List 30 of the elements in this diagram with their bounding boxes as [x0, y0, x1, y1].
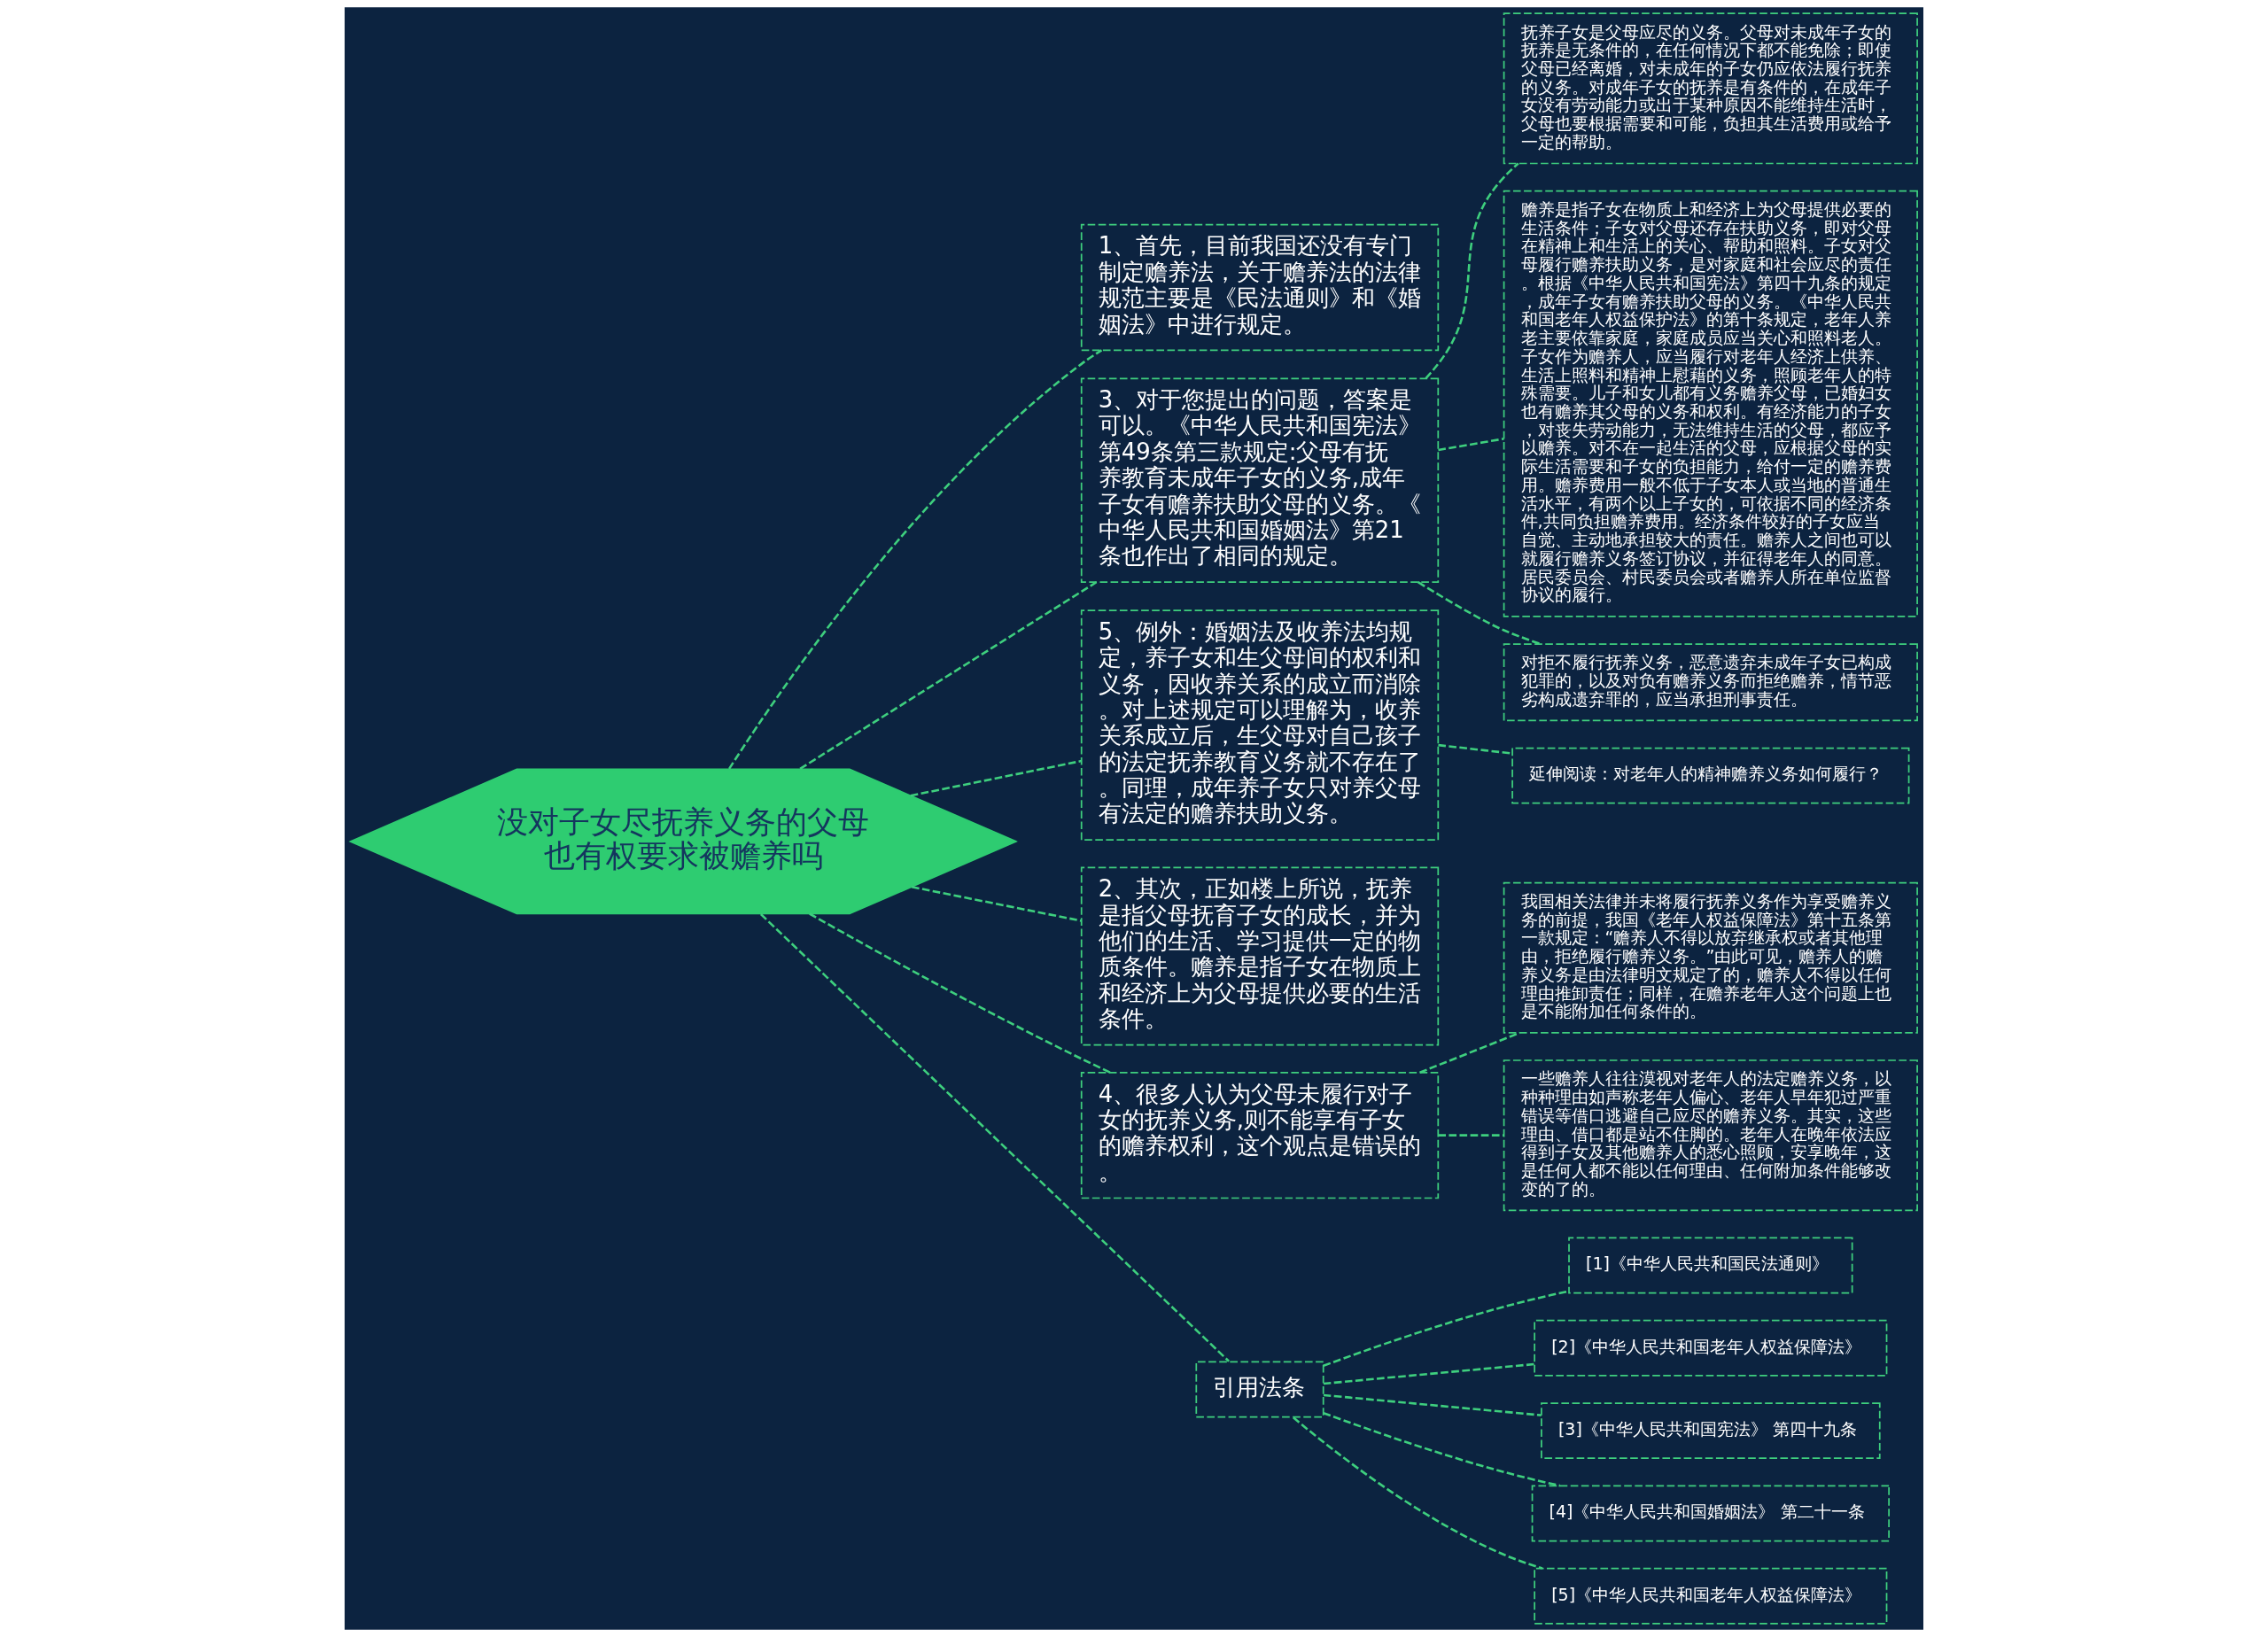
node-box: [2]《中华人民共和国老年人权益保障法》 [1534, 1319, 1888, 1377]
node-box: 赡养是指子女在物质上和经济上为父母提供必要的生活条件；子女对父母还存在扶助义务，即对父母在精神上和生活上的关心、帮助和照料。子女对父母履行赡养扶助义务，是对家庭和社会应尽的责任。根据《中华人民共和国宪法》第四十九条的规定，成年子女有赡养扶助父母的义务。《中华人民共和国老年人权益保护法》的第十条规定，老年人养老主要依靠家庭，家庭成员应当关心和照料老人。子女作为赡养人，应当履行对老年人经济上供养、生活上照料和精神上慰藉的义务，照顾老年人的特殊需要。儿子和女儿都有义务赡养父母，已婚妇女也有赡养其父母的义务和权利。有经济能力的子女，对丧失劳动能力，无法维持生活的父母，都应予以赡养。对不在一起生活的父母，应根据父母的实际生活需要和子女的负担能力，给付一定的赡养费用。赡养费用一般不低于子女本人或当地的普通生活水平，有两个以上子女的，可依据不同的经济条件,共同负担赡养费用。经济条件较好的子女应当自觉、主动地承担较大的责任。赡养人之间也可以就履行赡养义务签订协议，并征得老年人的同意。居民委员会、村民委员会或者赡养人所在单位监督协议的履行。 [1503, 190, 1918, 617]
connector [1438, 743, 1512, 755]
connector [1293, 1416, 1543, 1570]
node-box: 一些赡养人往往漠视对老年人的法定赡养义务，以种种理由如声称老年人偏心、老年人早年犯过严重错误等借口逃避自己应尽的赡养义务。其实，这些理由、借口都是站不住脚的。老年人在晚年依法应得到子女及其他赡养人的悉心照顾，安享晚年，这是任何人都不能以任何理由、任何附加条件能够改变的了的。 [1503, 1059, 1918, 1212]
connector [728, 349, 1103, 770]
connector [1419, 1031, 1520, 1074]
node-box: [3]《中华人民共和国宪法》 第四十九条 [1541, 1402, 1881, 1460]
node-box: 引用法条 [1195, 1361, 1324, 1418]
connector [1323, 1393, 1542, 1416]
node-box: 4、很多人认为父母未履行对子女的抚养义务,则不能享有子女的赡养权利，这个观点是错误的。 [1080, 1071, 1440, 1199]
node-box: 3、对于您提出的问题，答案是可以。《中华人民共和国宪法》第49条第三款规定:父母有抚养教育未成年子女的义务,成年子女有赡养扶助父母的义务。《中华人民共和国婚姻法》第21条也作出了相同的规定。 [1080, 377, 1440, 583]
connector [910, 759, 1082, 797]
node-box: 抚养子女是父母应尽的义务。父母对未成年子女的抚养是无条件的，在任何情况下都不能免除；即使父母已经离婚，对未成年的子女仍应依法履行抚养的义务。对成年子女的抚养是有条件的，在成年子女没有劳动能力或出于某种原因不能维持生活时，父母也要根据需要和可能，负担其生活费用或给予一定的帮助。 [1503, 12, 1918, 165]
node-box: 延伸阅读：对老年人的精神赡养义务如何履行？ [1511, 747, 1910, 804]
node-box: [1]《中华人民共和国民法通则》 [1568, 1237, 1853, 1294]
node-box: 我国相关法律并未将履行抚养义务作为享受赡养义务的前提，我国《老年人权益保障法》第十五条第一款规定：“赡养人不得以放弃继承权或者其他理由，拒绝履行赡养义务。”由此可见，赡养人的赡养义务是由法律明文规定了的，赡养人不得以任何理由推卸责任；同样，在赡养老年人这个问题上也是不能附加任何条件的。 [1503, 881, 1918, 1034]
node-box: 5、例外：婚姻法及收养法均规定，养子女和生父母间的权利和义务，因收养关系的成立而消除。对上述规定可以理解为，收养关系成立后，生父母对自己孩子的法定抚养教育义务就不存在了。同理，成年养子女只对养父母有法定的赡养扶助义务。 [1080, 609, 1440, 842]
node-box: 对拒不履行抚养义务，恶意遗弃未成年子女已构成犯罪的，以及对负有赡养义务而拒绝赡养，情节恶劣构成遗弃罪的，应当承担刑事责任。 [1503, 643, 1918, 722]
connector [799, 581, 1098, 770]
node-box: [5]《中华人民共和国老年人权益保障法》 [1534, 1567, 1888, 1625]
node-box: 2、其次，正如楼上所说，抚养是指父母抚育子女的成长，并为他们的生活、学习提供一定的物质条件。赡养是指子女在物质上和经济上为父母提供必要的生活条件。 [1080, 866, 1440, 1046]
connector [1425, 162, 1519, 379]
node-box: [4]《中华人民共和国婚姻法》 第二十一条 [1531, 1485, 1890, 1542]
node-box: 1、首先，目前我国还没有专门制定赡养法，关于赡养法的法律规范主要是《民法通则》和《婚姻法》中进行规定。 [1080, 223, 1440, 352]
connector [759, 913, 1230, 1362]
connector [1323, 1362, 1535, 1385]
connector [911, 885, 1082, 922]
connector [1438, 1134, 1504, 1137]
connector [1438, 438, 1504, 452]
